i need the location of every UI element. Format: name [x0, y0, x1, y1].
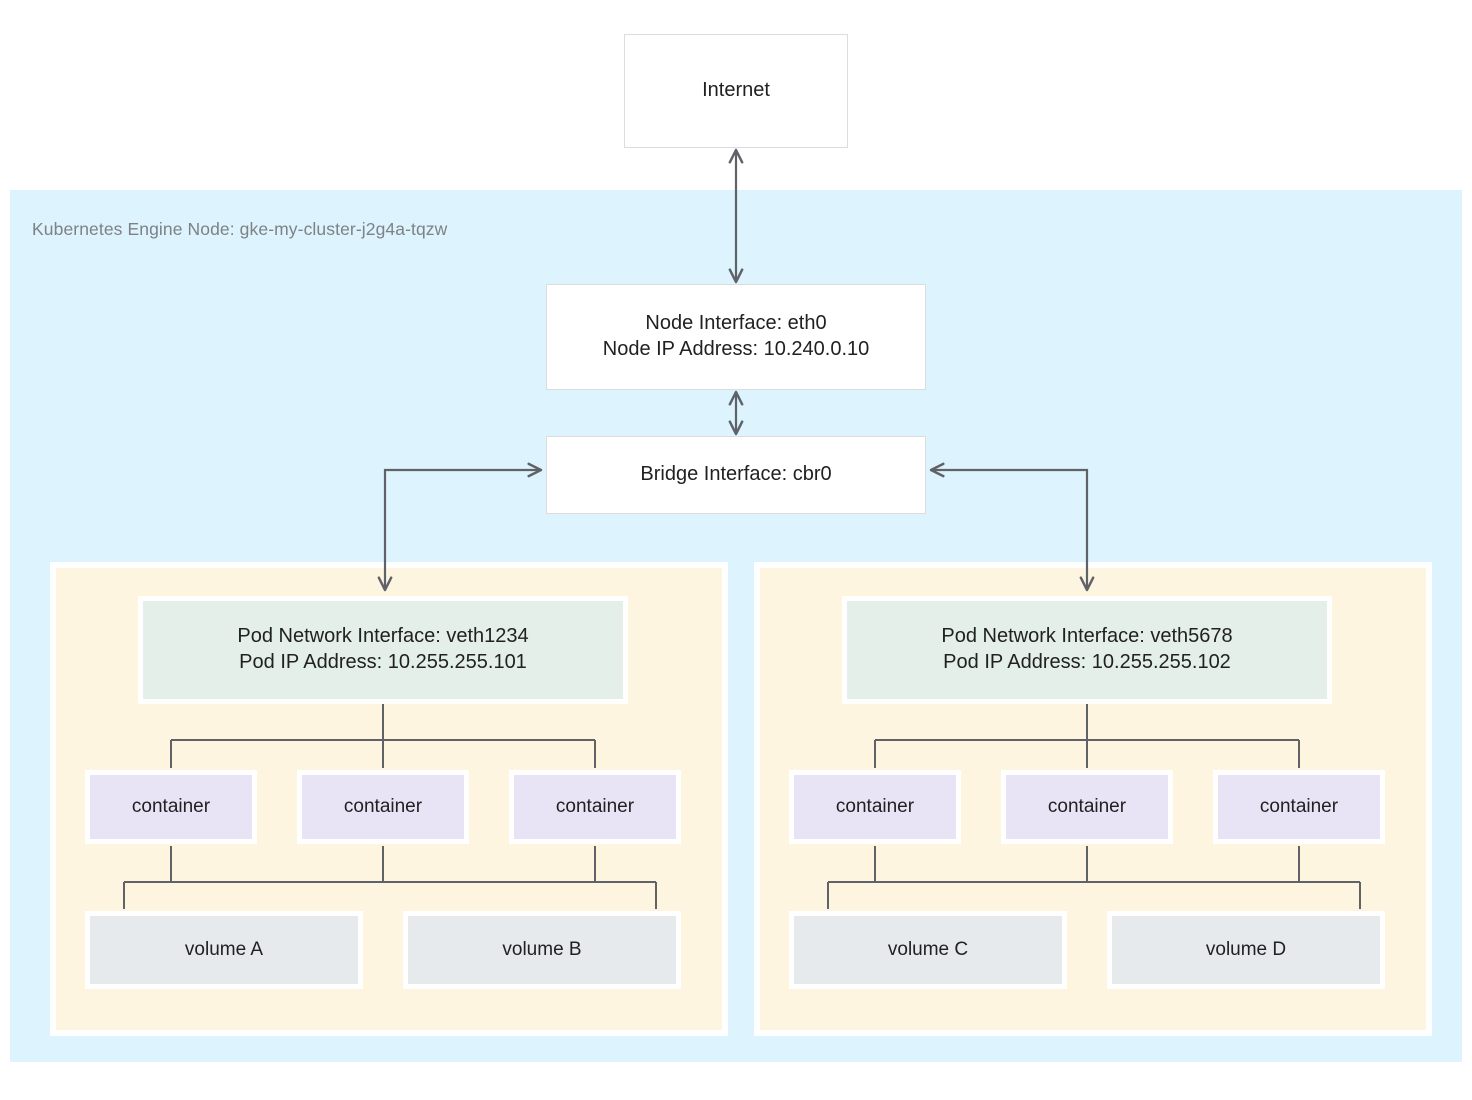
volume-label: volume D — [1205, 938, 1287, 960]
container-label: container — [1047, 795, 1127, 817]
pod-interface-name-right: Pod Network Interface: veth5678 — [941, 625, 1233, 648]
volume-label: volume A — [184, 938, 264, 960]
volume-box[interactable]: volume D — [1107, 911, 1385, 989]
container-label: container — [555, 795, 635, 817]
bridge-interface-label: Bridge Interface: cbr0 — [640, 463, 832, 486]
pod-network-interface-box-left[interactable]: Pod Network Interface: veth1234 Pod IP A… — [138, 596, 628, 704]
kubernetes-node-region-label: Kubernetes Engine Node: gke-my-cluster-j… — [32, 219, 448, 239]
node-ip-address: Node IP Address: 10.240.0.10 — [602, 338, 870, 360]
volume-box[interactable]: volume C — [789, 911, 1067, 989]
node-interface-box[interactable]: Node Interface: eth0 Node IP Address: 10… — [546, 284, 926, 390]
container-label: container — [131, 795, 211, 817]
pod-interface-name-left: Pod Network Interface: veth1234 — [237, 625, 529, 648]
node-interface-name: Node Interface: eth0 — [645, 312, 827, 335]
container-box[interactable]: container — [1213, 770, 1385, 844]
volume-label: volume B — [502, 938, 582, 960]
container-label: container — [343, 795, 423, 817]
container-box[interactable]: container — [297, 770, 469, 844]
volume-label: volume C — [887, 938, 969, 960]
volume-box[interactable]: volume A — [85, 911, 363, 989]
internet-box[interactable]: Internet — [624, 34, 848, 148]
container-box[interactable]: container — [789, 770, 961, 844]
pod-network-interface-box-right[interactable]: Pod Network Interface: veth5678 Pod IP A… — [842, 596, 1332, 704]
container-box[interactable]: container — [1001, 770, 1173, 844]
internet-label: Internet — [702, 79, 770, 102]
pod-ip-address-right: Pod IP Address: 10.255.255.102 — [943, 651, 1231, 673]
bridge-interface-box[interactable]: Bridge Interface: cbr0 — [546, 436, 926, 514]
container-box[interactable]: container — [509, 770, 681, 844]
container-label: container — [1259, 795, 1339, 817]
container-box[interactable]: container — [85, 770, 257, 844]
volume-box[interactable]: volume B — [403, 911, 681, 989]
pod-ip-address-left: Pod IP Address: 10.255.255.101 — [239, 651, 527, 673]
container-label: container — [835, 795, 915, 817]
